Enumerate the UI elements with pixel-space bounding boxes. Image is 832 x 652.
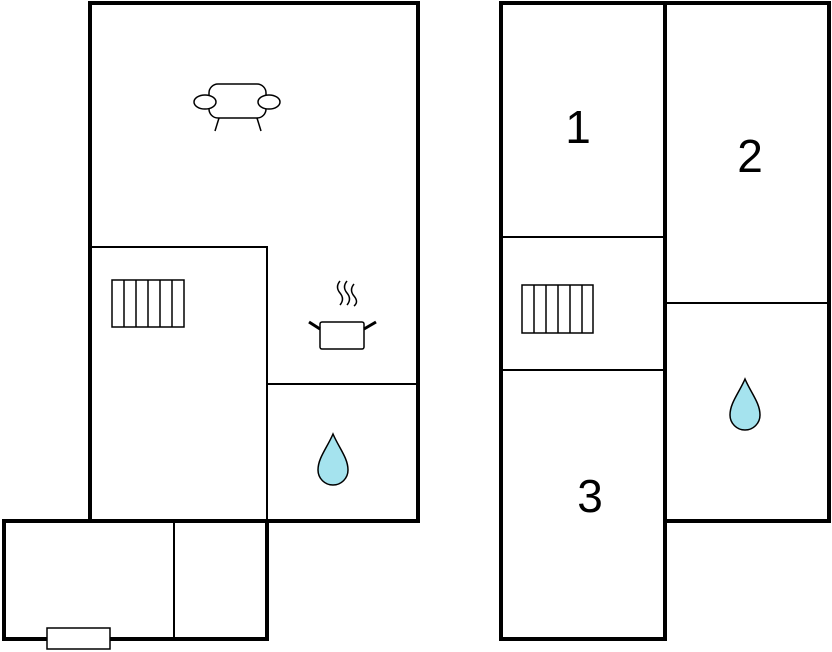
stairs-icon [521,284,594,334]
stairs-icon [111,279,185,328]
entrance-step [46,627,111,650]
stair-hall-wall [90,246,268,521]
cooking-pot-icon [308,280,377,350]
terrace-outer-wall [2,519,269,641]
sofa-icon [193,83,281,132]
ground-floor-outer-wall [88,1,420,523]
water-drop-icon [729,377,761,431]
bedroom-1-label: 1 [565,101,591,153]
bedroom-2-label: 2 [737,130,763,182]
bedroom-3-label: 3 [577,470,603,522]
water-drop-icon [317,432,349,486]
ground-floor [2,1,420,650]
upper-floor-right-wall [663,1,831,523]
upper-floor: 1 2 3 [499,1,831,641]
